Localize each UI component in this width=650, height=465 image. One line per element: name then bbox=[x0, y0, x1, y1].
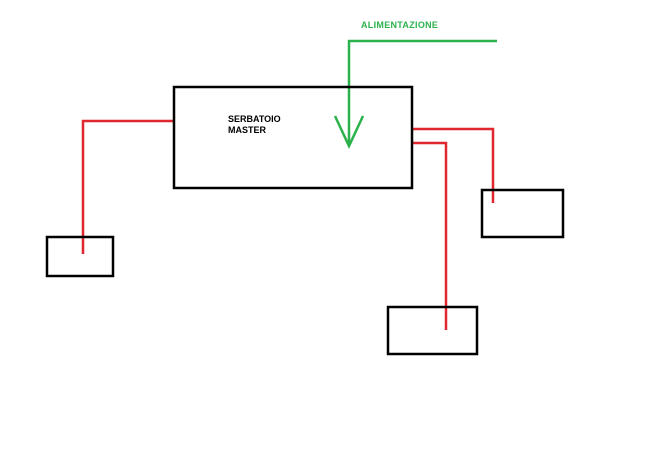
left-tank bbox=[45, 235, 115, 278]
master-tank-label-line2: MASTER bbox=[228, 125, 266, 135]
right-tank bbox=[480, 188, 565, 239]
master-tank bbox=[172, 85, 414, 190]
feed-pipe bbox=[347, 39, 497, 145]
pipe-to-bottom-tank bbox=[412, 141, 448, 330]
pipe-to-left-tank bbox=[81, 119, 174, 254]
pipe-to-right-tank bbox=[412, 127, 495, 203]
bottom-tank bbox=[386, 305, 479, 356]
master-tank-label-line1: SERBATOIO bbox=[228, 114, 281, 124]
feed-label: ALIMENTAZIONE bbox=[361, 20, 439, 30]
feed-arrow-head bbox=[333, 115, 365, 149]
master-tank-label: SERBATOIO MASTER bbox=[228, 114, 281, 136]
